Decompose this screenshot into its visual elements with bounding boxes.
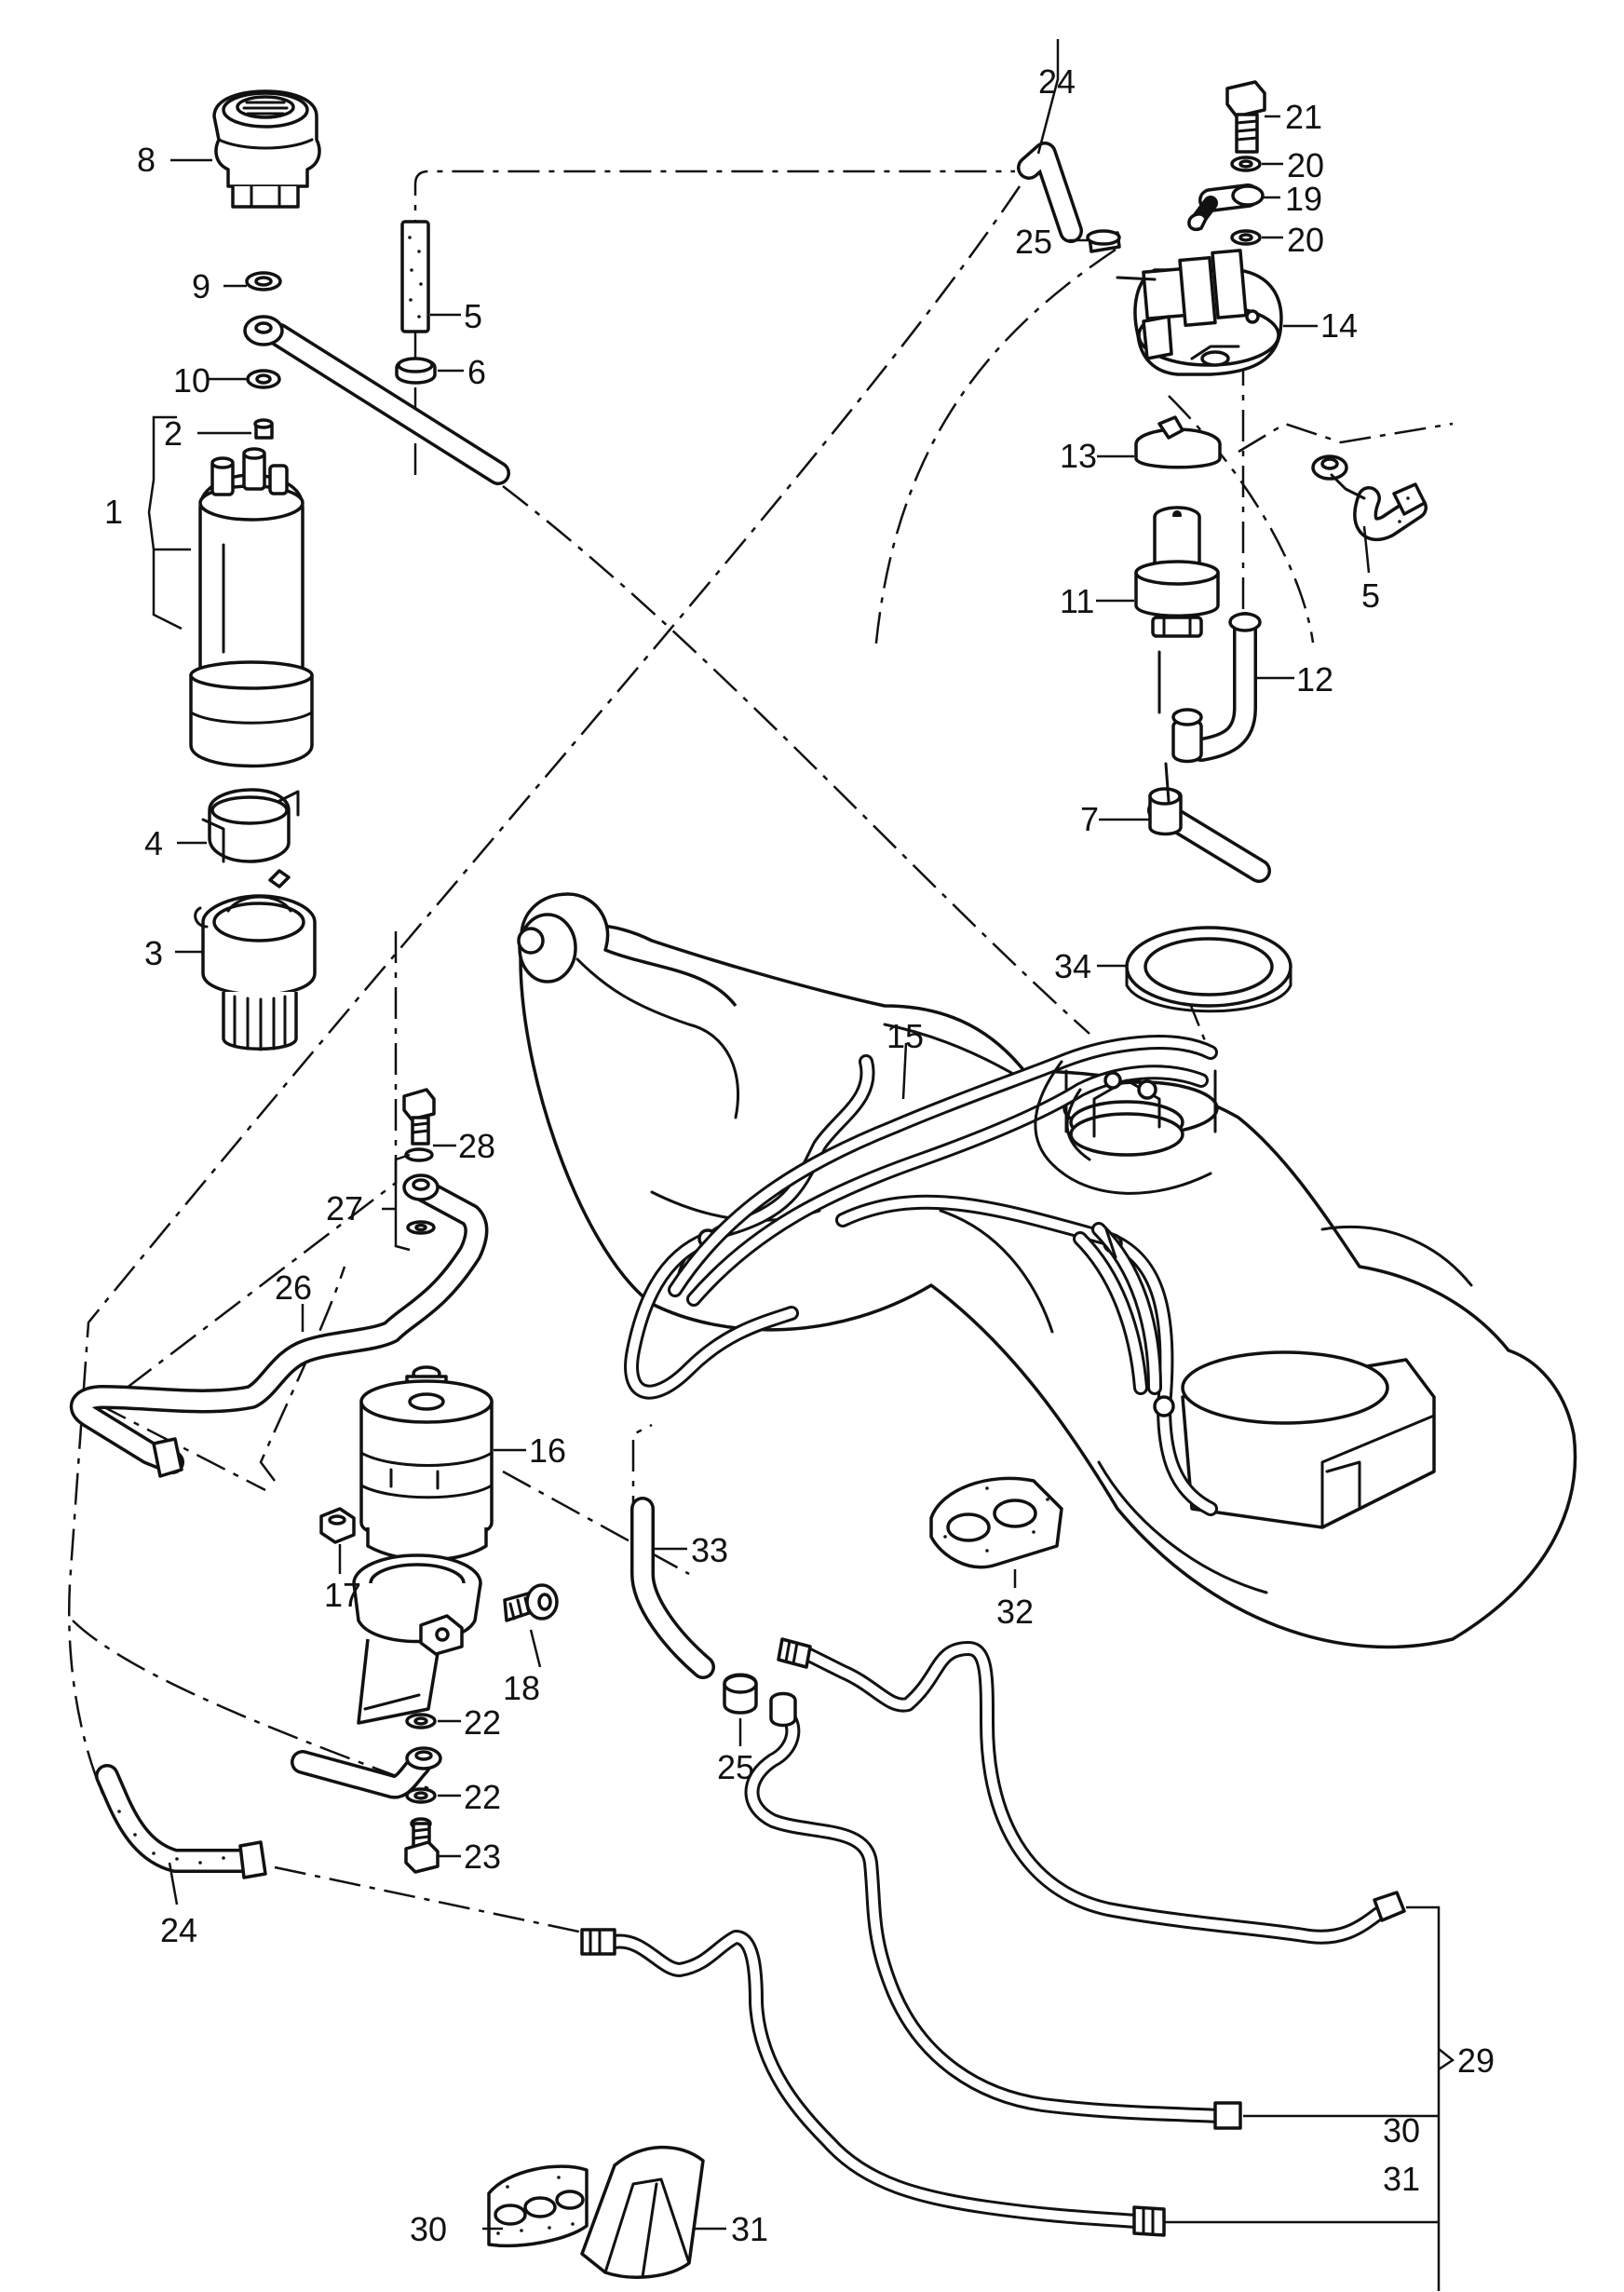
hose-5-upper [400,220,430,333]
banjo-27 [69,1173,489,1478]
hose-clip-25-lower [723,1673,758,1715]
callout-26: 26 [275,1268,312,1307]
callout-2: 2 [164,414,183,453]
callout-3: 3 [144,934,163,972]
fuel-sender-unit-14 [1116,249,1283,376]
seal-ring-10 [246,369,281,389]
washer-20-top [1230,156,1262,172]
callout-22-upper: 22 [464,1703,501,1742]
fuel-pressure-damper-8 [212,89,321,209]
callout-6: 6 [467,353,486,391]
callout-13: 13 [1060,437,1097,475]
callout-23: 23 [464,1838,501,1876]
banjo-line-fitting [243,315,510,485]
callout-19: 19 [1285,180,1322,218]
callout-29: 29 [1457,2041,1495,2080]
callout-10: 10 [173,361,210,400]
washer-27-lower [406,1220,436,1235]
callout-14: 14 [1320,306,1358,345]
leader-lines [147,39,1455,2291]
callout-31-lower: 31 [731,2210,768,2248]
hose-24-lower [95,1764,267,1879]
callout-labels: 8 9 10 2 1 4 3 5 6 24 25 21 20 19 20 14 … [104,62,1495,2248]
callout-16: 16 [529,1431,566,1470]
nut-17 [319,1507,356,1544]
callout-22-lower: 22 [464,1778,501,1816]
callout-17: 17 [324,1576,361,1614]
callout-27: 27 [326,1189,363,1227]
callout-24-lower: 24 [160,1911,197,1949]
callout-9: 9 [192,267,210,305]
callout-25-lower: 25 [717,1748,754,1786]
line-clip-31 [580,2145,705,2279]
callout-7: 7 [1080,800,1099,838]
fitting-7 [1147,762,1271,883]
callout-12: 12 [1296,660,1333,698]
callout-18: 18 [503,1669,540,1707]
hose-33 [630,1497,715,1679]
callout-4: 4 [144,824,163,862]
callout-32: 32 [996,1593,1034,1631]
callout-20-lower: 20 [1287,221,1324,259]
pipe-12 [1157,612,1262,764]
banjo-19 [1187,183,1265,232]
seal-ring-9 [245,271,282,292]
callout-25-upper: 25 [1015,223,1052,261]
callout-28: 28 [458,1127,495,1165]
bracket-3 [194,869,317,1051]
line-clip-30 [487,2164,589,2248]
callout-34: 34 [1054,947,1091,985]
bolt-28 [402,1088,436,1146]
fuel-lines-29 [580,1637,1406,2237]
assembly-guide-lines [68,170,1454,1939]
filter-bracket-18 [352,1553,482,1725]
hose-clip-6 [395,357,437,385]
fuel-pump-1 [189,418,314,768]
fuel-filter-16 [359,1365,494,1562]
pressure-regulator-11 [1134,506,1220,638]
fuel-tank [517,892,1577,1649]
washer-22-upper [405,1713,437,1729]
callout-21: 21 [1285,98,1322,136]
bolt-18 [503,1583,559,1622]
hose-clip-25-upper [1086,229,1121,253]
callout-8: 8 [137,141,156,179]
seal-ring-34 [1125,926,1292,1013]
bolt-21 [1225,80,1266,154]
callout-20-upper: 20 [1287,146,1324,184]
banjo-line-22 [291,1746,442,1799]
callout-11: 11 [1060,582,1094,620]
callout-5-upper: 5 [464,297,482,335]
hose-15 [668,1035,1218,1395]
bolt-23 [404,1817,440,1874]
callout-31-right: 31 [1383,2160,1420,2198]
callout-30-lower: 30 [410,2210,447,2248]
clip-32 [929,1476,1063,1569]
callout-15: 15 [886,1017,924,1055]
callout-33: 33 [691,1531,728,1569]
callout-24-upper: 24 [1038,62,1076,101]
callout-5-right: 5 [1361,576,1380,615]
washer-27-upper [404,1147,434,1162]
callout-30-right: 30 [1383,2111,1420,2150]
clamp-13 [1134,415,1222,469]
hose-24-upper [1017,142,1083,243]
washer-20-lower [1230,229,1262,246]
washer-22-lower [405,1787,437,1804]
callout-1: 1 [104,493,123,531]
clip-4 [201,788,300,863]
hose-5-right [1311,454,1428,542]
